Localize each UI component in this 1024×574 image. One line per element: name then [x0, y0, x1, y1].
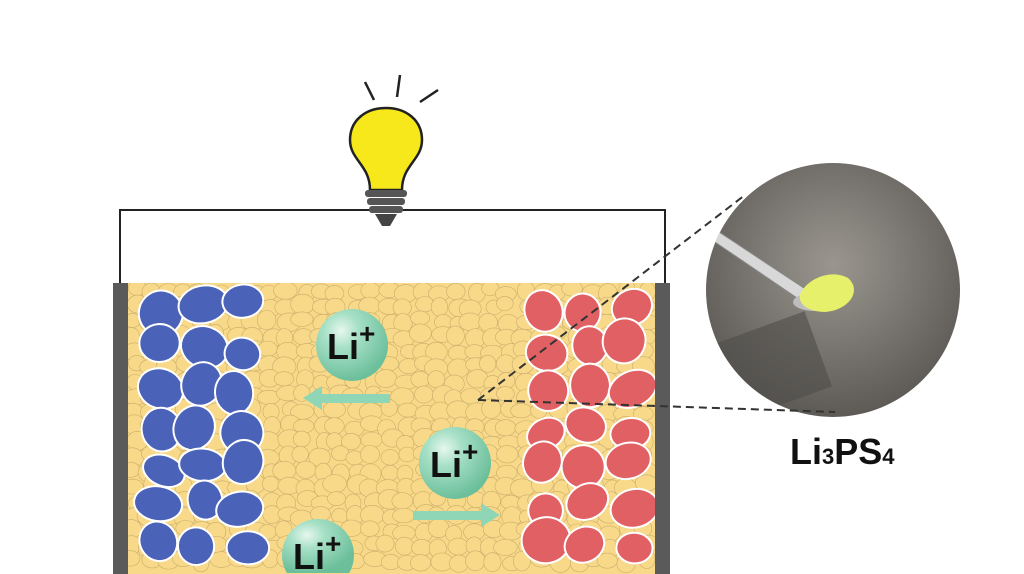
electrolyte-grain	[360, 283, 381, 300]
ion-label: Li+	[293, 528, 341, 574]
electrolyte-grain	[324, 417, 345, 435]
light-bulb-icon	[348, 74, 439, 226]
anode-particle	[186, 479, 224, 521]
anode-particle	[225, 530, 271, 566]
cathode-particle	[564, 406, 607, 444]
electrolyte-grain	[496, 445, 519, 464]
electrolyte-grain	[256, 310, 277, 331]
arrow-right-icon	[413, 503, 500, 527]
anode-current-collector	[113, 283, 128, 574]
anode-particle	[215, 490, 265, 528]
cathode-particles	[520, 287, 655, 565]
lithium-ion: Li+	[282, 519, 354, 574]
electrolyte-grain	[510, 403, 533, 419]
ion-label: Li+	[327, 318, 375, 367]
powder-sample	[799, 274, 854, 312]
electrolyte-grain	[397, 402, 419, 418]
anode-particle	[142, 453, 186, 489]
electrolyte-grain	[374, 369, 398, 388]
electrolyte-grain	[380, 449, 400, 466]
cathode-particle	[527, 369, 570, 413]
electrolyte-grain	[394, 536, 414, 556]
electrolyte-grain	[261, 475, 280, 492]
arrow-left-icon	[303, 386, 390, 410]
electrolyte-grain	[410, 310, 430, 326]
electrolyte-grain	[493, 538, 518, 556]
electrolyte-grain	[447, 537, 469, 556]
electrolyte-grain	[291, 445, 309, 463]
electrolyte-grain	[381, 465, 399, 481]
electrolyte-grain	[509, 478, 535, 498]
anode-particle	[223, 336, 262, 372]
cathode-particle	[609, 487, 655, 529]
electrolyte-grain	[496, 296, 514, 311]
cathode-current-collector	[655, 283, 670, 574]
electrolyte-grain	[322, 401, 346, 419]
electrolyte-grain	[360, 520, 380, 537]
electrolyte-grain	[414, 385, 434, 404]
cathode-particle	[522, 440, 563, 484]
anode-particle	[221, 283, 265, 319]
electrolyte-grain	[483, 552, 502, 573]
electrolyte-grain	[410, 371, 431, 388]
cathode-particle	[615, 531, 654, 565]
cathode-particle	[601, 317, 647, 365]
electrolyte-grain	[341, 432, 361, 451]
electrolyte-grain	[409, 323, 432, 343]
electrolyte-grain	[427, 370, 446, 389]
anode-particle	[138, 323, 181, 364]
cathode-particle	[604, 441, 652, 481]
electrolyte-grain	[360, 445, 380, 464]
electrolyte-grain	[481, 398, 502, 419]
li3ps4-photo	[706, 163, 960, 417]
zoom-line	[477, 399, 836, 413]
lithium-ion: Li+	[316, 309, 388, 381]
material-label: Li3PS4	[790, 431, 895, 472]
anode-particle	[138, 520, 179, 563]
electrolyte-grain	[446, 283, 466, 300]
electrolyte-grain	[496, 386, 515, 402]
electrolyte-grain	[391, 492, 414, 510]
electrolyte-grain	[430, 297, 449, 317]
electrolyte-grain	[392, 508, 415, 524]
electrolyte-grain	[290, 293, 315, 315]
anode-particles	[133, 283, 271, 567]
zoom-line	[477, 194, 746, 401]
electrolyte-grain	[465, 550, 486, 572]
electrolyte-grain	[494, 419, 517, 437]
electrolyte-grain	[375, 534, 395, 553]
electrolyte-grain	[479, 354, 497, 373]
anode-particle	[176, 526, 216, 567]
electrolyte-grain	[322, 474, 347, 494]
electrolyte-grain	[290, 311, 314, 327]
anode-particle	[172, 404, 216, 452]
electrolyte-grain	[446, 325, 465, 346]
electrolyte-grain	[410, 554, 432, 572]
electrolyte-grain	[327, 491, 347, 506]
lithium-ion: Li+	[419, 427, 491, 499]
electrolyte-grain	[295, 460, 317, 479]
electrolyte-grain	[128, 550, 141, 567]
anode-particle	[221, 438, 265, 485]
electrolyte-grain	[447, 358, 470, 379]
electrolyte-grain	[458, 312, 482, 331]
electrolyte-grain	[449, 554, 469, 573]
electrolyte-grain	[273, 283, 298, 300]
cathode-particle	[569, 362, 611, 409]
ion-label: Li+	[430, 436, 478, 485]
cathode-particle	[563, 525, 606, 564]
anode-particle	[136, 367, 185, 410]
cathode-particle	[565, 482, 610, 521]
electrolyte-grain	[292, 430, 311, 448]
cathode-particle	[523, 289, 564, 333]
electrolyte-grain	[274, 371, 294, 387]
